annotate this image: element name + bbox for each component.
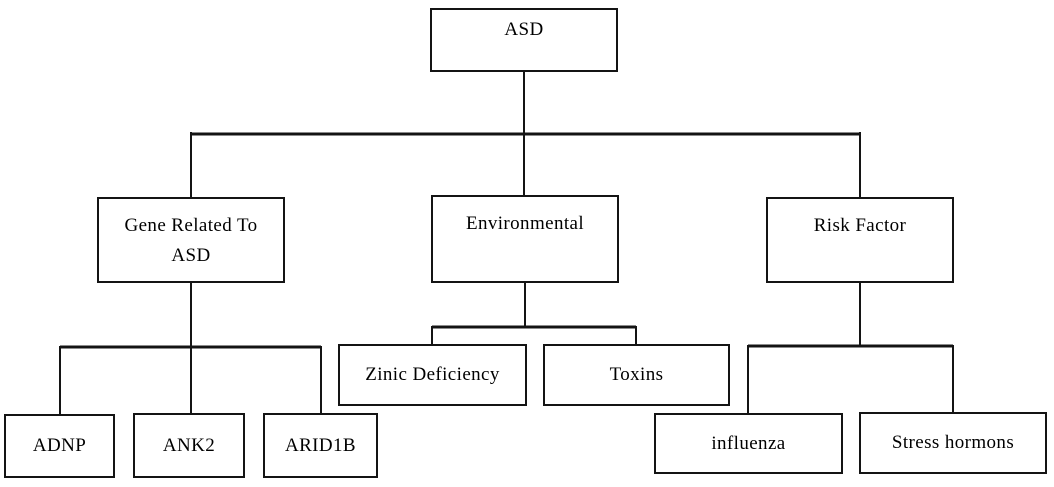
node-label: Stress hormons	[891, 432, 1015, 453]
node-label: Zinic Deficiency	[365, 364, 500, 385]
node-toxins: Toxins	[543, 344, 730, 406]
node-adnp: ADNP	[4, 414, 115, 478]
node-label: influenza	[711, 432, 786, 454]
node-stress-hormons: Stress hormons	[859, 412, 1047, 474]
node-label: Risk Factor	[813, 215, 907, 236]
node-label: ARID1B	[284, 434, 356, 456]
node-risk-factor: Risk Factor	[766, 197, 954, 283]
node-label: Gene Related To	[124, 215, 258, 236]
node-environmental: Environmental	[431, 195, 619, 283]
node-influenza: influenza	[654, 413, 843, 474]
node-gene-related-to-asd: Gene Related To ASD	[97, 197, 285, 283]
node-label: Toxins	[609, 364, 664, 385]
node-label: Environmental	[465, 213, 585, 234]
node-label: ASD	[171, 245, 211, 266]
node-zinic-deficiency: Zinic Deficiency	[338, 344, 527, 406]
node-label: ASD	[504, 19, 544, 40]
node-label: ADNP	[32, 435, 87, 456]
node-asd: ASD	[430, 8, 618, 72]
node-label: ANK2	[162, 434, 216, 456]
node-arid1b: ARID1B	[263, 413, 378, 478]
node-ank2: ANK2	[133, 413, 245, 478]
